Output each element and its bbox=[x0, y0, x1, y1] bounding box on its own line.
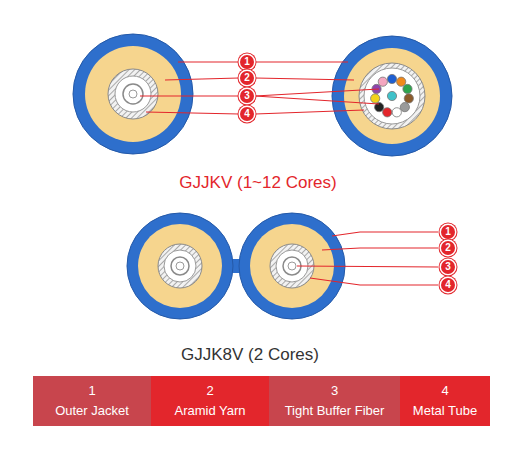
callout-number: 3 bbox=[441, 260, 455, 274]
legend-table-cell: 3Tight Buffer Fiber bbox=[269, 376, 400, 426]
fiber-core bbox=[403, 84, 412, 93]
multi-core-cable bbox=[332, 36, 452, 156]
fiber-core bbox=[371, 94, 380, 103]
legend-table-cell: 1Outer Jacket bbox=[33, 376, 151, 426]
fiber-core bbox=[397, 77, 406, 86]
part-name: Outer Jacket bbox=[55, 401, 129, 421]
fiber-core bbox=[404, 94, 413, 103]
callout-number: 2 bbox=[441, 241, 455, 255]
callout-number: 1 bbox=[88, 381, 95, 401]
leader-lines bbox=[297, 232, 438, 285]
callout-number: 3 bbox=[331, 381, 338, 401]
fiber-core bbox=[392, 108, 401, 117]
callout-number: 2 bbox=[240, 71, 254, 85]
fiber-core bbox=[387, 74, 396, 83]
callout-number: 4 bbox=[441, 381, 448, 401]
callout-number: 1 bbox=[441, 225, 455, 239]
part-name: Metal Tube bbox=[413, 401, 477, 421]
callout-number: 1 bbox=[240, 55, 254, 69]
callout-number: 4 bbox=[240, 107, 254, 121]
fiber-core bbox=[387, 91, 396, 100]
callout-number: 3 bbox=[240, 89, 254, 103]
model-title: GJJK8V (2 Cores) bbox=[181, 345, 319, 365]
callout-number: 2 bbox=[206, 381, 213, 401]
legend-table-cell: 2Aramid Yarn bbox=[151, 376, 269, 426]
callout-number: 4 bbox=[441, 278, 455, 292]
fiber-core bbox=[383, 108, 392, 117]
leader-lines bbox=[140, 62, 379, 114]
fiber-core bbox=[400, 103, 409, 112]
part-name: Tight Buffer Fiber bbox=[285, 401, 385, 421]
single-core-cable bbox=[73, 34, 193, 154]
fiber-core bbox=[378, 77, 387, 86]
legend-table-cell: 4Metal Tube bbox=[400, 376, 490, 426]
part-name: Aramid Yarn bbox=[174, 401, 245, 421]
model-title: GJJKV (1~12 Cores) bbox=[179, 173, 336, 193]
